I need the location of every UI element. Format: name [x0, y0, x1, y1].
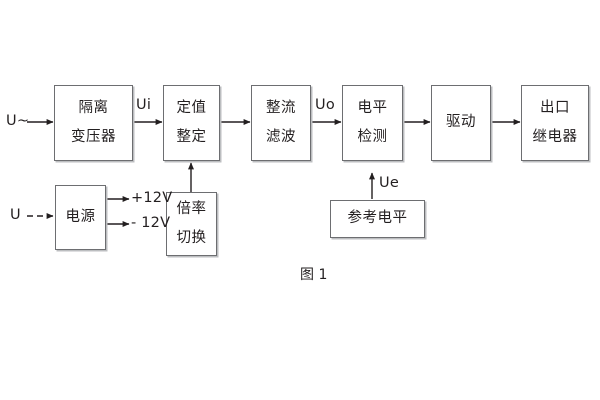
block-reference-level[interactable]: 参考电平: [330, 200, 425, 238]
label-ue: Ue: [379, 175, 399, 191]
block-output-relay[interactable]: 出口 继电器: [521, 85, 589, 161]
block-isolation-transformer[interactable]: 隔离 变压器: [54, 85, 133, 161]
block-line: 出口: [540, 99, 570, 116]
block-setpoint-setting[interactable]: 定值 整定: [163, 85, 220, 161]
block-line: 整流: [266, 99, 296, 116]
block-drive[interactable]: 驱动: [431, 85, 491, 161]
block-line: 整定: [176, 129, 207, 145]
block-line: 电源: [65, 208, 96, 225]
block-power-supply[interactable]: 电源: [55, 185, 106, 250]
block-line: 电平: [357, 99, 388, 116]
label-input-dc: U: [10, 207, 21, 223]
block-line: 变压器: [71, 129, 116, 145]
block-line: 切换: [176, 230, 207, 246]
block-line: 倍率: [176, 200, 207, 217]
block-line: 定值: [176, 99, 207, 116]
block-rectify-filter[interactable]: 整流 滤波: [251, 85, 311, 161]
label-input-ac: U~: [6, 113, 30, 129]
figure-caption: 图 1: [300, 267, 328, 283]
block-line: 滤波: [266, 129, 296, 145]
block-line: 隔离: [78, 99, 109, 116]
block-line: 驱动: [446, 114, 476, 131]
block-multiplier-switch[interactable]: 倍率 切换: [166, 192, 217, 256]
label-rail-negative: - 12V: [131, 215, 171, 231]
label-uo: Uo: [315, 97, 335, 113]
block-line: 参考电平: [347, 210, 408, 227]
label-ui: Ui: [136, 97, 152, 113]
label-rail-positive: +12V: [131, 190, 173, 206]
block-level-detection[interactable]: 电平 检测: [342, 85, 403, 161]
block-line: 检测: [357, 129, 388, 145]
block-line: 继电器: [532, 129, 578, 145]
